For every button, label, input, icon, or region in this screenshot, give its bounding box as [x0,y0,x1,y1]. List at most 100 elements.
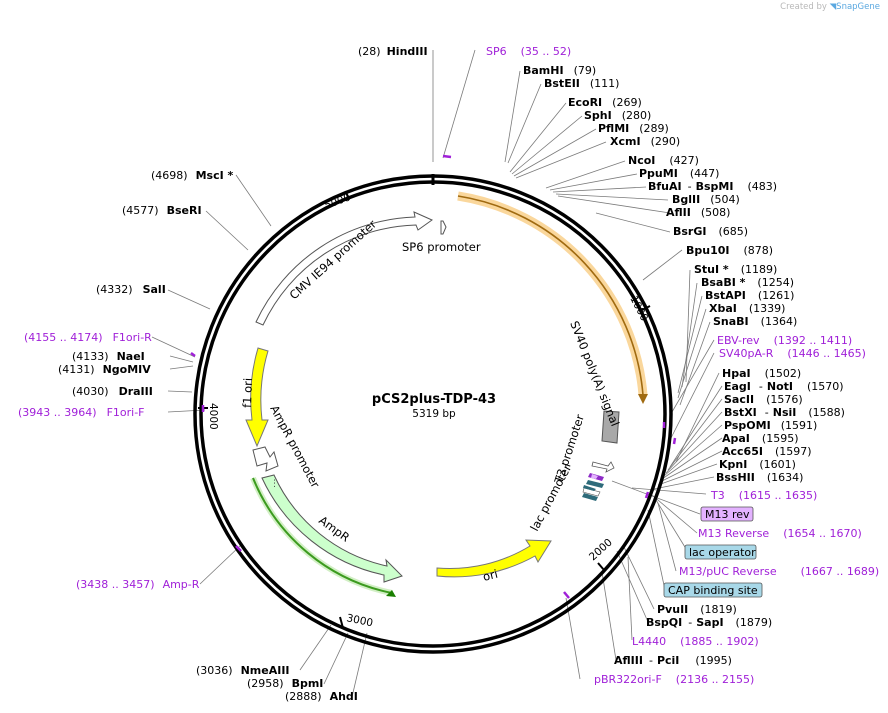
svg-text:(4332)SalI: (4332)SalI [96,283,166,296]
m13puc-name: M13/pUC Reverse [679,565,777,578]
sv40-polya-region [457,191,648,404]
m13rev-name: M13 rev [705,508,750,521]
svg-text:BssHII(1634): BssHII(1634) [716,471,803,484]
label-cmv-promoter: CMV IE94 promoter [287,217,380,302]
bsteii-name: BstEII [544,77,580,90]
svg-text:BspQI-SapI(1879): BspQI-SapI(1879) [646,616,772,629]
watermark-brand: SnapGene [836,2,880,12]
ncoi-pos: (427) [669,154,699,167]
plasmid-name: pCS2plus-TDP-43 [372,392,496,407]
ecori-name: EcoRI [568,96,602,109]
svg-text:(4030)DraIII: (4030)DraIII [72,385,153,398]
svg-text:AflII(508): AflII(508) [666,206,730,219]
svg-text:NcoI(427): NcoI (427) [628,154,699,167]
m13rev-box [700,506,754,522]
bsabi-name: BsaBI * [701,276,746,289]
svg-text:PpuMI(447): PpuMI(447) [639,167,719,180]
bspmi-name: BspMI [696,180,734,193]
xbai-pos: (1339) [749,302,786,315]
hpai-pos: (1502) [765,367,802,380]
bstxi-pos: (1588) [808,406,845,419]
svg-text:BsaBI *(1254): BsaBI *(1254) [701,276,794,289]
svg-text:EBV-rev(1392 .. 1411): EBV-rev(1392 .. 1411) [717,334,852,347]
naei-name: NaeI [117,350,145,363]
pbr322-range: (2136 .. 2155) [676,673,755,686]
svg-text:BglII(504): BglII(504) [672,193,740,206]
sali-name: SalI [143,283,166,296]
svg-text:AflIII-PciI(1995): AflIII-PciI(1995) [614,654,732,667]
bstapi-pos: (1261) [758,289,795,302]
t3-name: T3 [710,489,725,502]
svg-text:SphI(280): SphI(280) [584,109,651,122]
bsshii-pos: (1634) [767,471,804,484]
svg-text:EagI-NotI(1570): EagI-NotI(1570) [724,380,844,393]
draiii-name: DraIII [119,385,153,398]
m13reverse-name: M13 Reverse [698,527,769,540]
bpu10i-name: Bpu10I [686,244,730,257]
sapi-name: SapI [696,616,723,629]
f1orif-name: F1ori-F [107,406,145,419]
pvuii-name: PvuII [657,603,688,616]
ori-arrow [436,539,552,578]
afliii-pos: (1995) [695,654,732,667]
sphi-pos: (280) [622,109,652,122]
svg-text:(3438 .. 3457)Amp-R: (3438 .. 3457) Amp-R [76,578,200,591]
sp6-range: (35 .. 52) [521,45,572,58]
ncoi-name: NcoI [628,154,655,167]
msci-name: MscI * [196,169,234,182]
ahdi-pos: (2888) [285,690,322,703]
kpni-pos: (1601) [759,458,796,471]
eagi-pos: (1570) [807,380,844,393]
svg-text:SacII(1576): SacII(1576) [724,393,803,406]
bfuai-pos: (483) [747,180,777,193]
label-lac-promoter: lac promoter [527,462,574,534]
svg-text:StuI *(1189): StuI *(1189) [694,263,777,276]
snapgene-logo-icon: ◥ [829,2,837,12]
ampr-primer-name: Amp-R [163,578,200,591]
svg-text:PvuII(1819): PvuII (1819) [657,603,737,616]
svg-text:SV40pA-R(1446 .. 1465): SV40pA-R(1446 .. 1465) [719,347,866,360]
svg-text:SnaBI(1364): SnaBI(1364) [713,315,797,328]
svg-text:BamHI(79): BamHI(79) [523,64,596,77]
ecori-pos: (269) [612,96,642,109]
svg-text:L4440(1885 .. 1902): L4440(1885 .. 1902) [632,635,759,648]
f1orir-name: F1ori-R [113,331,153,344]
svg-text:BstEII(111): BstEII (111) [544,77,619,90]
svg-text:(4133)NaeI: (4133) NaeI [72,350,145,363]
pvuii-pos: (1819) [700,603,737,616]
xbai-name: XbaI [709,302,737,315]
acc65i-name: Acc65I [722,445,763,458]
pspomi-name: PspOMI [724,419,771,432]
bfuai-name: BfuAI [648,180,682,193]
svg-text:BfuAI-BspMI(483): BfuAI-BspMI(483) [648,180,777,193]
svg-text:T3(1615 .. 1635): T3(1615 .. 1635) [710,489,817,502]
hpai-name: HpaI [722,367,751,380]
svg-text:(28)HindIII: (28)HindIII [358,45,428,58]
sv40par-name: SV40pA-R [719,347,774,360]
bspqi-name: BspQI [646,616,682,629]
svg-text:(4155 .. 4174)F1ori-R: (4155 .. 4174)F1ori-R [24,331,152,344]
cmv-promoter-arrow [255,211,434,326]
bsteii-pos: (111) [590,77,620,90]
aflii-name: AflII [666,206,691,219]
promoter-cluster [582,461,615,501]
svg-text:(3036)NmeAIII: (3036)NmeAIII [196,664,290,677]
bspqi-pos: (1879) [736,616,773,629]
bglii-name: BglII [672,193,700,206]
bseri-pos: (4577) [122,204,159,217]
label-ampr-promoter: AmpR promoter [267,403,322,490]
bstapi-name: BstAPI [705,289,746,302]
ppumi-name: PpuMI [639,167,678,180]
svg-text:HpaI(1502): HpaI (1502) [722,367,801,380]
nmeaiii-pos: (3036) [196,664,233,677]
bseri-name: BseRI [167,204,202,217]
svg-text:BsrGI(685): BsrGI(685) [673,225,748,238]
snapgene-watermark: Created by ◥SnapGene [780,2,880,12]
svg-text:EcoRI(269): EcoRI (269) [568,96,642,109]
naei-pos: (4133) [72,350,109,363]
ampr-primer-range: (3438 .. 3457) [76,578,155,591]
backbone [193,174,673,654]
bsrgi-name: BsrGI [673,225,706,238]
lac-operator-box [684,544,757,560]
f1-ori-arrow [245,347,269,448]
